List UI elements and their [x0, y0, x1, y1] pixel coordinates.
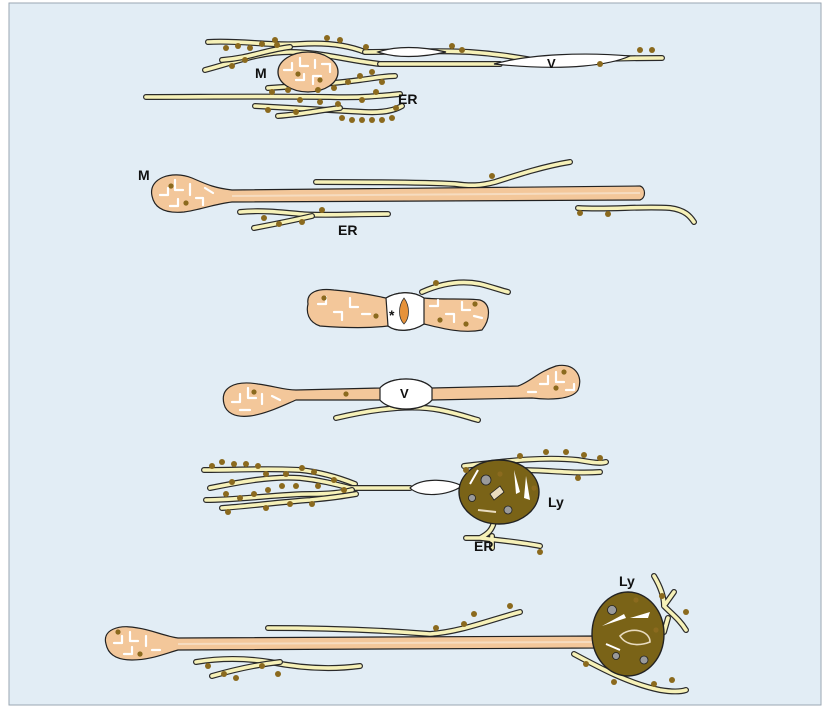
row5-lysosome	[459, 460, 539, 524]
row1-mitochondrion-label: M	[255, 65, 267, 81]
row6-lysosome	[592, 592, 664, 676]
row4-vacuole-label: V	[400, 386, 409, 401]
row5-er-label: ER	[474, 538, 493, 554]
row6-lysosome-label: Ly	[619, 573, 635, 589]
row3-fission-marker: *	[389, 307, 395, 323]
row3-ribosome	[433, 280, 439, 286]
row2-mitochondrion-label: M	[138, 167, 150, 183]
row1-vacuole-label: V	[547, 56, 556, 71]
row5-lysosome-label: Ly	[548, 494, 564, 510]
row1-er-label: ER	[398, 91, 417, 107]
row1-mitochondrion	[278, 52, 338, 92]
row2-er-label: ER	[338, 222, 357, 238]
panel-background	[9, 3, 821, 705]
